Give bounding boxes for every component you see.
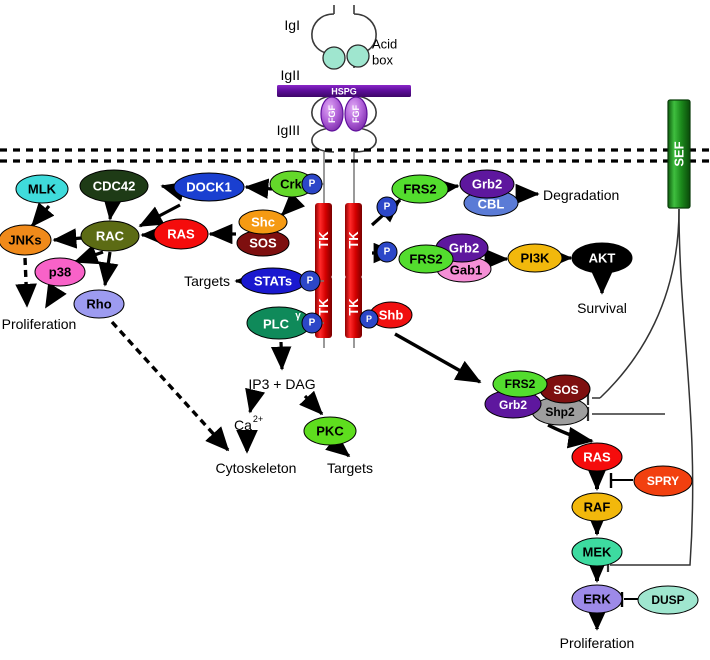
label-calcium-superscript: 2+ — [253, 414, 263, 424]
phosphate-circle-crk[interactable]: P — [301, 173, 323, 195]
label-proliferation-right: Proliferation — [560, 635, 635, 651]
node-cdc42[interactable]: CDC42 — [79, 169, 149, 203]
node-frs2-1[interactable]: FRS2 — [391, 174, 449, 204]
label-proliferation-left: Proliferation — [2, 316, 77, 332]
arrow-rac-to-jnks — [52, 228, 83, 249]
arrow-dag-to-pkc — [299, 390, 324, 416]
arrow-frs2a-to-grb2cbl — [434, 178, 460, 199]
dusp-inhibition — [620, 592, 638, 607]
node-spry[interactable]: SPRY — [633, 465, 693, 497]
acid-box-label-line1: Acid — [372, 37, 397, 52]
arrows-plcg-branch — [245, 341, 351, 458]
node-ras-2[interactable]: RAS — [571, 442, 623, 472]
arrow-ip3-to-calcium — [245, 387, 266, 414]
label-calcium: Ca — [234, 417, 252, 433]
shc-sos-complex[interactable]: SOS Shc — [236, 209, 290, 257]
mapk-cascade-arrows — [547, 423, 610, 583]
node-plcg[interactable]: PLC γ — [246, 306, 312, 340]
tk-box-2 — [345, 203, 362, 278]
igII-label: IgII — [281, 67, 300, 83]
sef-inhibit-line-mek-erk — [610, 208, 694, 566]
label-cytoskeleton: Cytoskeleton — [216, 460, 297, 476]
node-pkc[interactable]: PKC — [303, 416, 357, 446]
phosphate-circle-frs2-upper[interactable]: P — [376, 196, 398, 218]
fgf-ligand-left — [320, 96, 344, 132]
hspg-bar-group: HSPG — [277, 85, 411, 97]
fgf-ligands: FGF FGF — [320, 96, 368, 132]
arrow-plcg-to-ip3dag — [270, 341, 292, 371]
phosphate-circle-shb[interactable]: P — [359, 309, 379, 329]
sef-body[interactable] — [667, 99, 691, 209]
node-jnks[interactable]: JNKs — [0, 224, 52, 256]
phosphate-circle-plcg[interactable]: P — [301, 312, 323, 334]
arrow-cdc42-to-rac — [102, 195, 124, 221]
acid-box-circle-right — [346, 44, 370, 68]
node-rho[interactable]: Rho — [73, 289, 125, 319]
label-survival: Survival — [577, 300, 627, 316]
node-frs2-3[interactable] — [492, 370, 548, 398]
label-targets-stats: Targets — [184, 273, 230, 289]
node-pi3k[interactable]: PI3K — [507, 243, 563, 273]
node-akt[interactable]: AKT — [571, 242, 633, 274]
receptor-ectodomain — [311, 5, 377, 153]
node-erk[interactable]: ERK — [571, 584, 623, 614]
arrow-rac-to-rho — [98, 251, 119, 287]
label-targets-pkc: Targets — [327, 460, 373, 476]
phosphate-circle-stats[interactable]: P — [299, 270, 321, 292]
node-rac[interactable]: RAC — [80, 220, 140, 252]
arrows-right-upper — [370, 178, 573, 384]
arrow-p38-to-proliferation — [44, 282, 67, 309]
node-sos-2[interactable] — [539, 374, 591, 404]
arrow-rho-to-cytoskeleton — [110, 320, 230, 452]
frs2-grb2-gab1-complex[interactable]: Gab1 Grb2 FRS2 — [398, 233, 492, 283]
arrow-shb-to-frs2complex — [394, 332, 482, 384]
arrow-complex-to-ras2 — [547, 423, 594, 449]
arrows-left-dashed — [15, 257, 230, 452]
grb2-cbl-complex[interactable]: CBL Grb2 — [459, 169, 519, 217]
frs2-grb2-sos-shp2-complex[interactable]: Shp2 SOS Grb2 FRS2 — [484, 370, 591, 426]
node-ras-1[interactable]: RAS — [153, 218, 209, 250]
arrow-receptor-to-shc — [280, 191, 306, 217]
tk-box-4 — [345, 276, 362, 338]
igI-label: IgI — [284, 17, 300, 33]
arrow-pkc-to-targets — [325, 433, 351, 458]
arrow-rac-to-p38 — [73, 244, 104, 265]
arrow-mlk-to-jnks — [30, 202, 55, 228]
arrow-crk-dock1-link — [244, 178, 273, 199]
tyrosine-kinase-domains: TK TK TK TK — [315, 203, 362, 338]
node-frs2-2[interactable] — [398, 244, 454, 274]
label-degradation: Degradation — [543, 187, 619, 203]
spry-inhibition — [609, 473, 633, 488]
node-stats[interactable]: STATs — [240, 267, 306, 295]
phosphate-circle-frs2-lower[interactable]: P — [376, 241, 398, 263]
node-mlk[interactable]: MLK — [15, 174, 69, 204]
arrow-jnks-to-proliferation — [15, 257, 37, 308]
acid-box-circle-left — [322, 46, 346, 70]
acid-box-group: Acid box — [322, 37, 397, 70]
node-p38[interactable]: p38 — [34, 257, 86, 287]
plasma-membrane — [0, 148, 710, 163]
sef-receptor[interactable]: SEF — [667, 99, 691, 209]
acid-box-label-line2: box — [372, 53, 393, 68]
label-ip3-dag: IP3 + DAG — [248, 376, 315, 392]
ig-domain-labels: IgI IgII IgIII — [277, 17, 300, 138]
node-grb2-1[interactable] — [459, 169, 515, 199]
node-raf[interactable]: RAF — [571, 492, 623, 522]
node-mek[interactable]: MEK — [571, 537, 623, 567]
node-dock1[interactable]: DOCK1 — [173, 172, 245, 202]
fgf-ligand-right — [344, 96, 368, 132]
sef-inhibition-lines — [599, 208, 694, 566]
arrows-left-branch — [30, 178, 306, 292]
node-dusp[interactable]: DUSP — [637, 585, 699, 615]
arrow-dock1-to-rac — [138, 203, 181, 228]
sef-inhibit-curve-upper — [599, 208, 680, 399]
node-shc[interactable] — [238, 209, 288, 235]
hspg-bar — [277, 85, 411, 97]
tk-box-1 — [315, 203, 332, 278]
igIII-label: IgIII — [277, 122, 300, 138]
